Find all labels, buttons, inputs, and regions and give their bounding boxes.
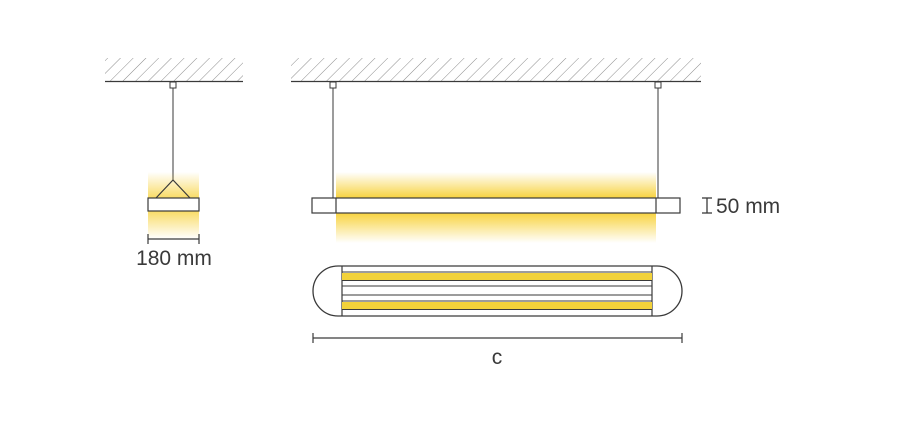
length-dimension-label: c [492, 346, 503, 369]
ceiling-right [291, 58, 701, 83]
luminaire-capsule-outline [312, 265, 683, 317]
top-view: c [312, 265, 683, 369]
ceiling-anchor-1 [329, 81, 337, 89]
luminaire-profile-front [311, 197, 681, 214]
ceiling-anchor-left [169, 81, 177, 89]
light-glow-down-side [148, 211, 199, 239]
height-dimension-marker [702, 197, 712, 214]
length-dimension-line [312, 333, 683, 343]
ceiling-anchor-2 [654, 81, 662, 89]
side-view: 180 mm [105, 58, 243, 270]
led-strip-1 [342, 273, 652, 280]
led-strip-2 [342, 302, 652, 309]
height-dimension-label: 50 mm [716, 195, 780, 218]
luminaire-profile-side [147, 197, 200, 212]
front-view: 50 mm [291, 58, 780, 243]
light-glow-down-front [336, 213, 656, 243]
ceiling-left [105, 58, 243, 83]
width-dimension-label: 180 mm [136, 247, 212, 270]
led-strips [342, 271, 652, 310]
cable-triangle-side [155, 179, 191, 199]
light-glow-up-side [148, 172, 199, 198]
width-dimension-line [147, 234, 200, 244]
light-glow-up-front [336, 172, 656, 198]
